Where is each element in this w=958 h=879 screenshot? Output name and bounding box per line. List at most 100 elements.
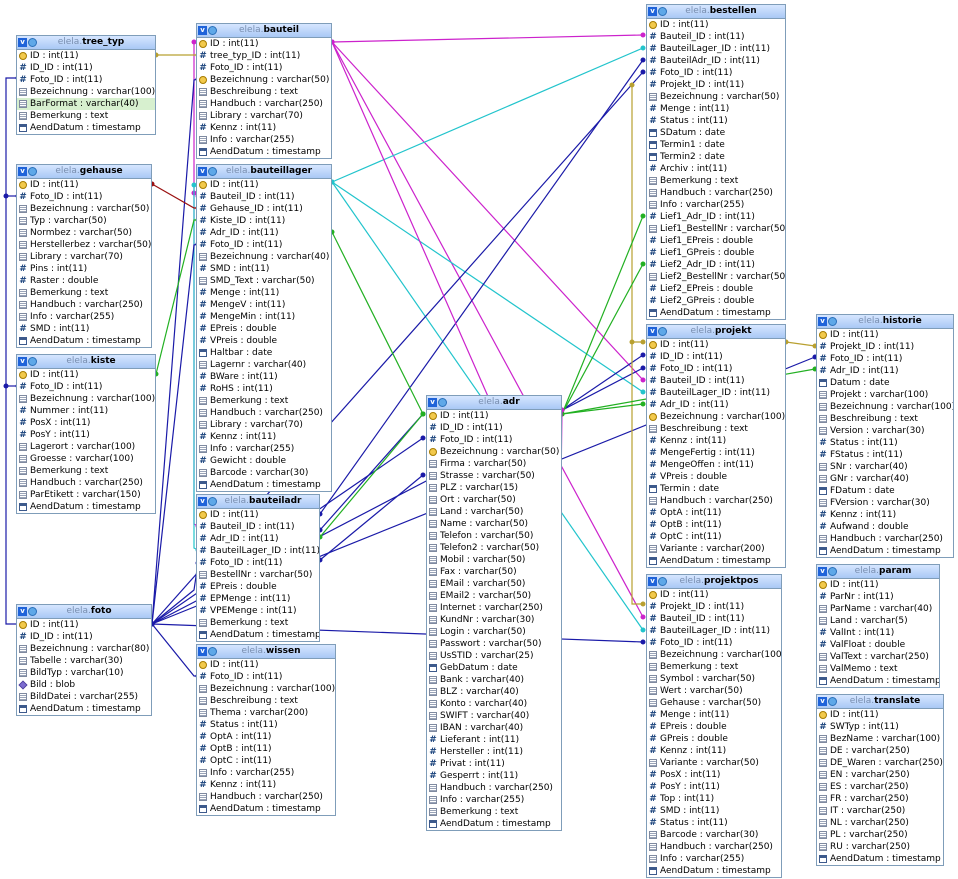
field-row[interactable]: AendDatum : timestamp — [647, 555, 785, 567]
gear-icon[interactable] — [828, 567, 837, 576]
field-row[interactable]: IBAN : varchar(40) — [427, 722, 561, 734]
field-row[interactable]: NL : varchar(250) — [817, 817, 943, 829]
field-row[interactable]: #GPreis : double — [647, 733, 781, 745]
field-row[interactable]: AendDatum : timestamp — [427, 818, 561, 830]
field-row[interactable]: Thema : varchar(200) — [197, 707, 335, 719]
field-row[interactable]: ID : int(11) — [817, 329, 953, 341]
field-row[interactable]: Handbuch : varchar(250) — [17, 477, 155, 489]
field-row[interactable]: #Adr_ID : int(11) — [647, 399, 785, 411]
field-row[interactable]: EMail2 : varchar(50) — [427, 590, 561, 602]
field-row[interactable]: #Foto_ID : int(11) — [197, 671, 335, 683]
field-row[interactable]: PL : varchar(250) — [817, 829, 943, 841]
field-row[interactable]: Symbol : varchar(50) — [647, 673, 781, 685]
field-row[interactable]: #PosX : int(11) — [647, 769, 781, 781]
field-row[interactable]: #MengeV : int(11) — [197, 299, 331, 311]
field-row[interactable]: AendDatum : timestamp — [817, 853, 943, 865]
collapse-arrow-icon[interactable]: v — [198, 647, 207, 656]
field-row[interactable]: #BauteilLager_ID : int(11) — [647, 625, 781, 637]
field-row[interactable]: #Kennz : int(11) — [647, 745, 781, 757]
field-row[interactable]: #Bauteil_ID : int(11) — [197, 521, 319, 533]
field-row[interactable]: Internet : varchar(250) — [427, 602, 561, 614]
field-row[interactable]: #EPreis : double — [197, 323, 331, 335]
field-row[interactable]: #Menge : int(11) — [647, 103, 785, 115]
field-row[interactable]: Beschreibung : text — [197, 695, 335, 707]
field-row[interactable]: #VPreis : double — [197, 335, 331, 347]
field-row[interactable]: #FStatus : int(11) — [817, 449, 953, 461]
gear-icon[interactable] — [658, 7, 667, 16]
gear-icon[interactable] — [828, 697, 837, 706]
field-row[interactable]: #MengeMin : int(11) — [197, 311, 331, 323]
gear-icon[interactable] — [208, 647, 217, 656]
field-row[interactable]: Bezeichnung : varchar(100) — [17, 393, 155, 405]
field-row[interactable]: DE : varchar(250) — [817, 745, 943, 757]
field-row[interactable]: #RoHS : int(11) — [197, 383, 331, 395]
field-row[interactable]: #OptC : int(11) — [647, 531, 785, 543]
field-row[interactable]: ID : int(11) — [817, 709, 943, 721]
field-row[interactable]: GNr : varchar(40) — [817, 473, 953, 485]
field-row[interactable]: Bemerkung : text — [197, 395, 331, 407]
field-row[interactable]: #Kennz : int(11) — [817, 509, 953, 521]
field-row[interactable]: #ValInt : int(11) — [817, 627, 939, 639]
field-row[interactable]: ID : int(11) — [17, 619, 151, 631]
field-row[interactable]: #Kennz : int(11) — [197, 779, 335, 791]
field-row[interactable]: Termin1 : date — [647, 139, 785, 151]
field-row[interactable]: IT : varchar(250) — [817, 805, 943, 817]
field-row[interactable]: Firma : varchar(50) — [427, 458, 561, 470]
collapse-arrow-icon[interactable]: v — [818, 567, 827, 576]
field-row[interactable]: #Adr_ID : int(11) — [197, 533, 319, 545]
field-row[interactable]: #Bauteil_ID : int(11) — [197, 191, 331, 203]
gear-icon[interactable] — [658, 327, 667, 336]
field-row[interactable]: Name : varchar(50) — [427, 518, 561, 530]
field-row[interactable]: ID : int(11) — [647, 589, 781, 601]
field-row[interactable]: Bemerkung : text — [647, 175, 785, 187]
field-row[interactable]: #Kennz : int(11) — [197, 122, 331, 134]
field-row[interactable]: BildDatei : varchar(255) — [17, 691, 151, 703]
field-row[interactable]: Lief2_BestellNr : varchar(50) — [647, 271, 785, 283]
field-row[interactable]: Mobil : varchar(50) — [427, 554, 561, 566]
field-row[interactable]: #Foto_ID : int(11) — [17, 381, 155, 393]
field-row[interactable]: Info : varchar(255) — [647, 853, 781, 865]
field-row[interactable]: Info : varchar(255) — [647, 199, 785, 211]
field-row[interactable]: #EPreis : double — [197, 581, 319, 593]
gear-icon[interactable] — [28, 38, 37, 47]
field-row[interactable]: Info : varchar(255) — [197, 134, 331, 146]
field-row[interactable]: Land : varchar(5) — [817, 615, 939, 627]
field-row[interactable]: Gehause : varchar(50) — [647, 697, 781, 709]
gear-icon[interactable] — [28, 167, 37, 176]
field-row[interactable]: Tabelle : varchar(30) — [17, 655, 151, 667]
field-row[interactable]: #Top : int(11) — [647, 793, 781, 805]
collapse-arrow-icon[interactable]: v — [18, 607, 27, 616]
field-row[interactable]: DE_Waren : varchar(250) — [817, 757, 943, 769]
field-row[interactable]: Library : varchar(70) — [197, 419, 331, 431]
field-row[interactable]: Handbuch : varchar(250) — [427, 782, 561, 794]
field-row[interactable]: Telefon2 : varchar(50) — [427, 542, 561, 554]
field-row[interactable]: #Foto_ID : int(11) — [817, 353, 953, 365]
field-row[interactable]: Lief1_BestellNr : varchar(50) — [647, 223, 785, 235]
gear-icon[interactable] — [208, 167, 217, 176]
field-row[interactable]: Handbuch : varchar(250) — [17, 299, 151, 311]
field-row[interactable]: AendDatum : timestamp — [17, 335, 151, 347]
field-row[interactable]: SDatum : date — [647, 127, 785, 139]
field-row[interactable]: Lagerort : varchar(100) — [17, 441, 155, 453]
field-row[interactable]: #Foto_ID : int(11) — [17, 191, 151, 203]
field-row[interactable]: #Foto_ID : int(11) — [197, 62, 331, 74]
field-row[interactable]: Barcode : varchar(30) — [197, 467, 331, 479]
field-row[interactable]: #Adr_ID : int(11) — [197, 227, 331, 239]
field-row[interactable]: Bank : varchar(40) — [427, 674, 561, 686]
field-row[interactable]: #Kennz : int(11) — [197, 431, 331, 443]
field-row[interactable]: SMD_Text : varchar(50) — [197, 275, 331, 287]
field-row[interactable]: #Projekt_ID : int(11) — [647, 601, 781, 613]
field-row[interactable]: Ort : varchar(50) — [427, 494, 561, 506]
field-row[interactable]: #ID_ID : int(11) — [427, 422, 561, 434]
